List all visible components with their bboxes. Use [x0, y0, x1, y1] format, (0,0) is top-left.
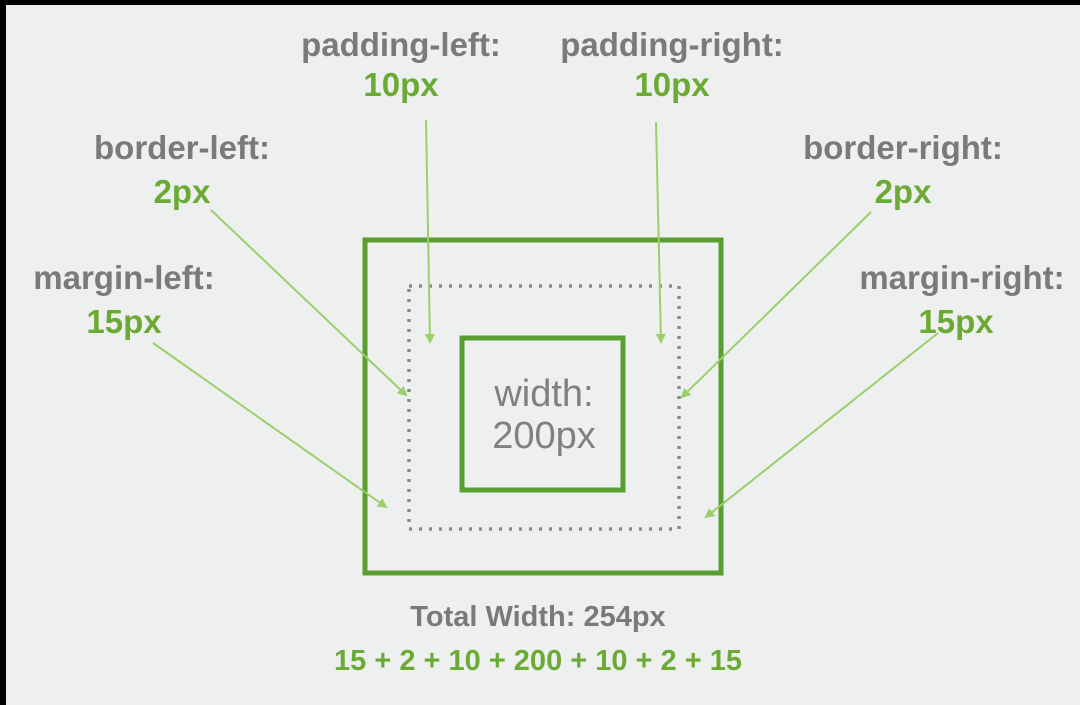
margin-right-label: margin-right: [859, 259, 1065, 296]
margin-left-arrow [152, 342, 388, 509]
content-width-value: 200px [492, 415, 596, 457]
padding-right-arrow [655, 121, 666, 344]
box-model-drawing [152, 119, 939, 576]
padding-left-value: 10px [363, 66, 439, 103]
content-box [459, 335, 626, 493]
border-left-arrow [210, 209, 408, 397]
border-left-label: border-left: [94, 129, 270, 166]
diagram-canvas: padding-left: 10px padding-right: 10px b… [6, 5, 1080, 705]
border-right-label: border-right: [803, 129, 1003, 166]
border-box [362, 237, 724, 576]
padding-right-label: padding-right: [560, 26, 784, 63]
total-width-formula: 15 + 2 + 10 + 200 + 10 + 2 + 15 [334, 645, 742, 677]
total-width-label: Total Width: 254px [410, 601, 666, 633]
margin-right-arrow [704, 332, 939, 519]
padding-right-value: 10px [634, 66, 710, 103]
content-width-label: width: [494, 373, 594, 415]
margin-right-value: 15px [918, 303, 994, 340]
padding-left-label: padding-left: [301, 26, 501, 63]
padding-left-arrow [424, 119, 435, 344]
border-right-value: 2px [874, 173, 932, 210]
margin-left-value: 15px [86, 303, 162, 340]
border-right-arrow [680, 211, 872, 399]
margin-left-label: margin-left: [33, 259, 215, 296]
border-left-value: 2px [153, 173, 211, 210]
padding-box [407, 284, 681, 531]
